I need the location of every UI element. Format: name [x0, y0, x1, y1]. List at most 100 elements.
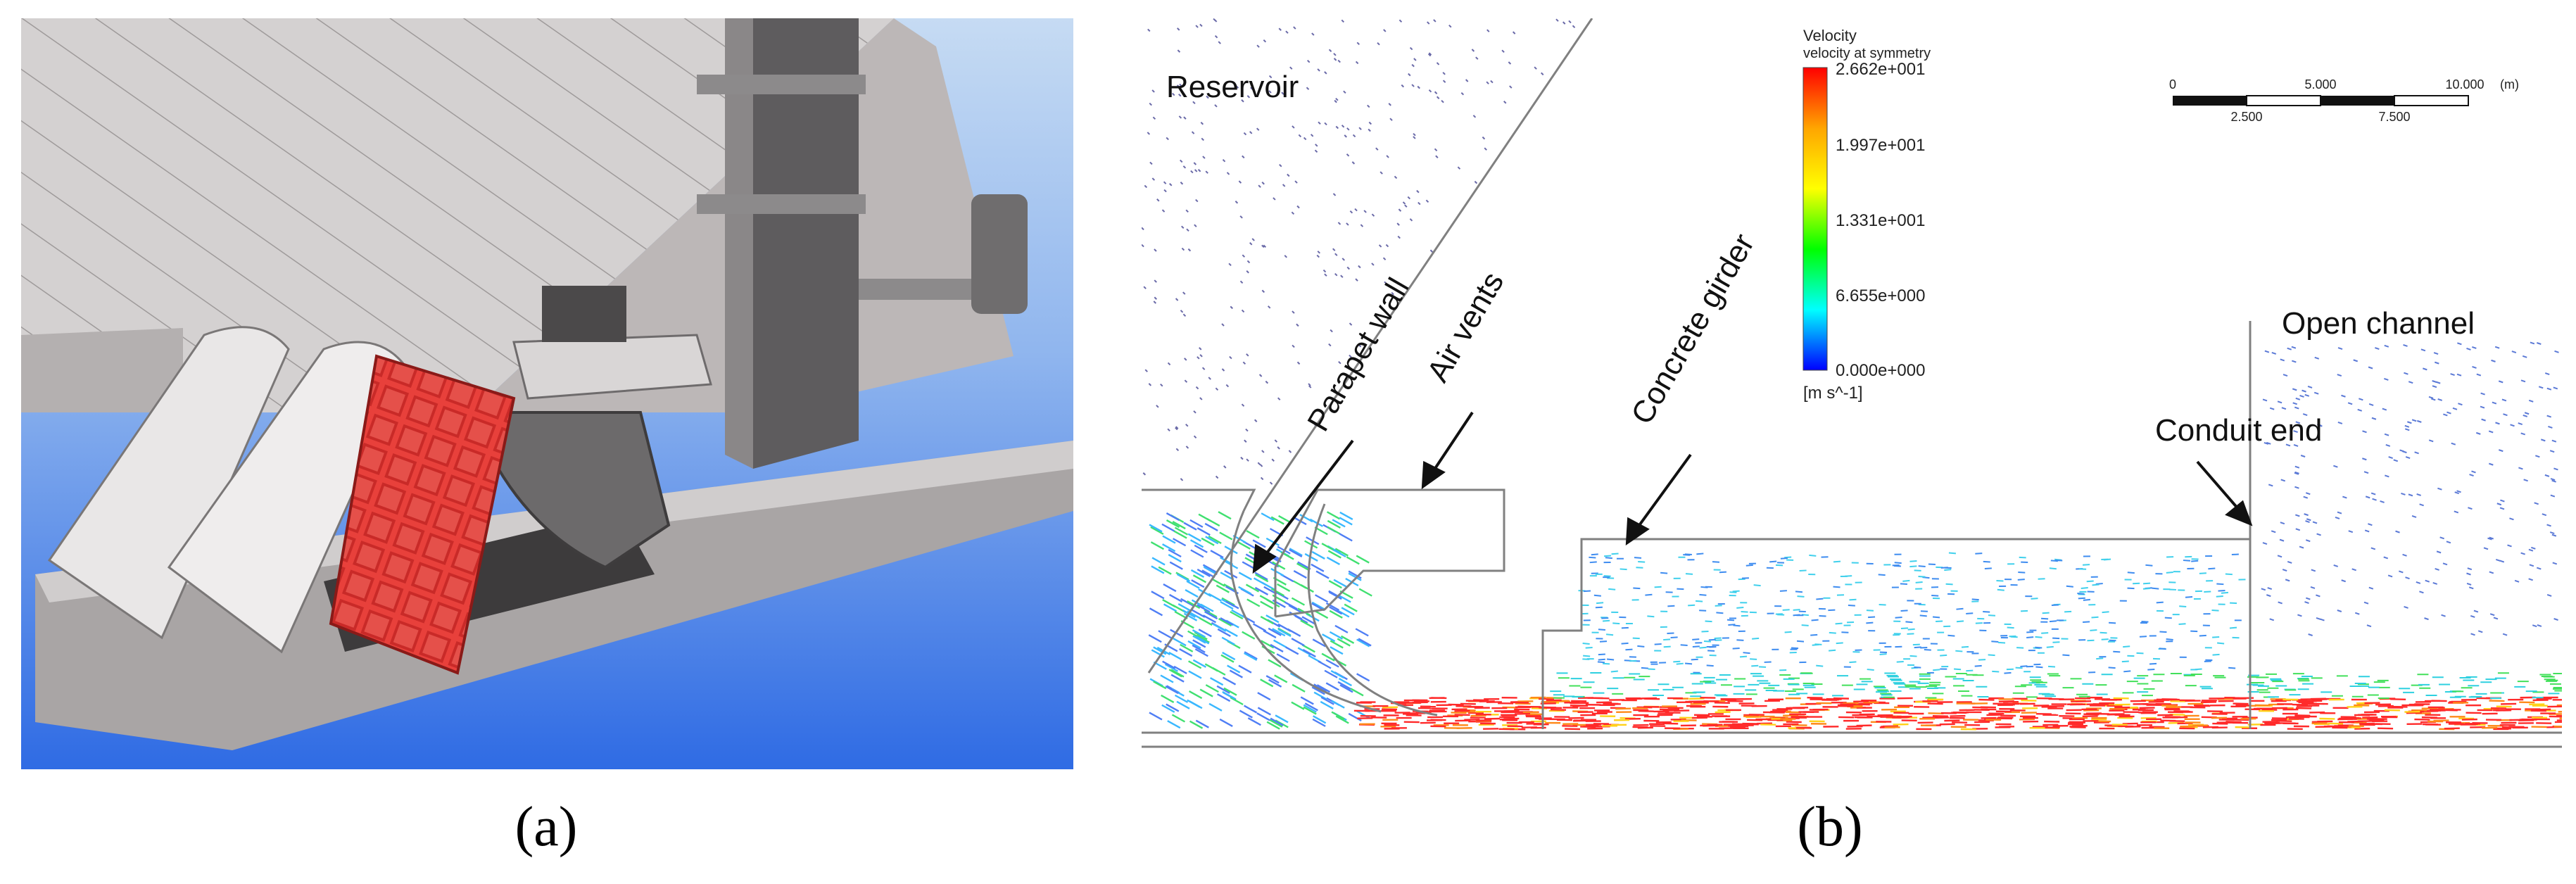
- hoist-machine: [542, 286, 626, 342]
- velocity-vector: [1284, 601, 1298, 610]
- velocity-vector: [1371, 213, 1375, 217]
- velocity-vector: [1292, 683, 1306, 693]
- velocity-vector: [1684, 662, 1693, 665]
- hoist-housing: [971, 194, 1028, 314]
- velocity-vector: [1239, 215, 1243, 219]
- velocity-vector: [1436, 96, 1440, 99]
- velocity-vector: [2493, 617, 2499, 620]
- velocity-vector: [2520, 552, 2525, 555]
- velocity-vector: [1185, 209, 1189, 213]
- velocity-vector: [1194, 169, 1198, 172]
- velocity-vector: [1168, 652, 1182, 661]
- velocity-vector: [1327, 519, 1341, 529]
- velocity-vector: [1314, 594, 1329, 603]
- velocity-vector: [1222, 676, 1237, 686]
- velocity-vector: [1260, 600, 1274, 610]
- velocity-vector: [1166, 137, 1169, 141]
- velocity-vector: [1241, 309, 1245, 313]
- velocity-vector: [2424, 617, 2429, 621]
- velocity-vector: [1214, 34, 1218, 39]
- velocity-vector: [1261, 182, 1265, 185]
- velocity-vector: [1610, 670, 1618, 673]
- velocity-vector: [2405, 456, 2411, 460]
- velocity-vector: [1201, 137, 1204, 141]
- velocity-vector: [1185, 446, 1189, 449]
- velocity-vector: [1164, 663, 1179, 672]
- velocity-vector: [1603, 555, 1612, 557]
- velocity-vector: [1339, 511, 1353, 521]
- velocity-vector: [2468, 507, 2473, 510]
- velocity-vector: [1326, 511, 1341, 520]
- velocity-vector: [2212, 636, 2220, 638]
- velocity-vector: [1269, 481, 1273, 485]
- velocity-vector: [1294, 614, 1308, 624]
- velocity-vector: [1223, 465, 1227, 469]
- velocity-vector: [1572, 25, 1576, 29]
- velocity-vector: [2078, 597, 2085, 600]
- velocity-vector: [2475, 431, 2481, 435]
- velocity-vector: [2514, 579, 2520, 583]
- velocity-vector: [1197, 169, 1201, 172]
- velocity-vector: [1179, 648, 1193, 657]
- velocity-vector: [1379, 171, 1383, 175]
- velocity-vector: [1230, 305, 1233, 310]
- velocity-vector: [1797, 595, 1805, 598]
- velocity-vector: [1358, 588, 1372, 597]
- velocity-vector: [1315, 610, 1329, 619]
- velocity-vector: [1429, 249, 1434, 253]
- velocity-vector: [2083, 621, 2090, 624]
- velocity-vector: [1328, 591, 1342, 600]
- velocity-vector: [2295, 514, 2300, 517]
- velocity-vector: [1229, 669, 1243, 678]
- walkway-platform: [512, 334, 712, 400]
- velocity-vector: [1346, 222, 1349, 226]
- velocity-vector: [2481, 418, 2486, 422]
- velocity-vector: [1311, 550, 1325, 560]
- gate-tower: [753, 18, 859, 469]
- velocity-vector: [1338, 360, 1341, 365]
- velocity-vector: [1304, 540, 1318, 549]
- velocity-vector: [2466, 572, 2471, 576]
- velocity-vector: [1202, 156, 1206, 159]
- velocity-vector: [1356, 555, 1370, 564]
- velocity-vector: [1337, 59, 1341, 63]
- legend-tick: 1.331e+001: [1836, 211, 1925, 230]
- velocity-vector: [1260, 615, 1274, 625]
- velocity-vector: [1677, 588, 1684, 591]
- velocity-vector: [2450, 373, 2455, 377]
- velocity-vector: [1166, 703, 1180, 712]
- velocity-vector: [1185, 588, 1199, 598]
- velocity-vector: [2031, 598, 2038, 600]
- velocity-vector: [1909, 655, 1917, 657]
- panel-b-velocity-plot: Reservoir Parapet wall Air vents Concret…: [1142, 18, 2562, 769]
- velocity-vector: [1189, 539, 1204, 548]
- velocity-vector: [1368, 121, 1372, 125]
- velocity-vector: [1310, 134, 1314, 137]
- left-wall: [21, 328, 183, 412]
- velocity-vector: [1411, 84, 1415, 87]
- velocity-vector: [1153, 301, 1156, 304]
- velocity-vector: [1161, 209, 1166, 213]
- velocity-vector: [2046, 645, 2054, 648]
- velocity-vector: [1848, 604, 1855, 607]
- velocity-vector: [2042, 612, 2050, 614]
- velocity-vector: [2414, 451, 2419, 455]
- velocity-vector: [2550, 494, 2556, 498]
- velocity-vector: [1355, 61, 1359, 65]
- velocity-vector: [1829, 649, 1836, 652]
- velocity-vector: [1306, 87, 1310, 90]
- velocity-vector: [1173, 530, 1187, 539]
- velocity-vector: [1954, 668, 1962, 671]
- velocity-vector: [1153, 681, 1167, 690]
- velocity-vector: [1358, 265, 1361, 269]
- velocity-vector: [1303, 706, 1317, 715]
- velocity-vector: [1745, 564, 1753, 567]
- velocity-vector: [1475, 56, 1479, 60]
- velocity-vector: [1208, 593, 1222, 602]
- velocity-vector: [1688, 604, 1696, 607]
- velocity-vector: [1180, 159, 1183, 163]
- velocity-vector: [1335, 715, 1349, 724]
- velocity-vector: [1268, 678, 1282, 688]
- velocity-vector: [2035, 636, 2043, 638]
- velocity-vector: [1184, 379, 1188, 383]
